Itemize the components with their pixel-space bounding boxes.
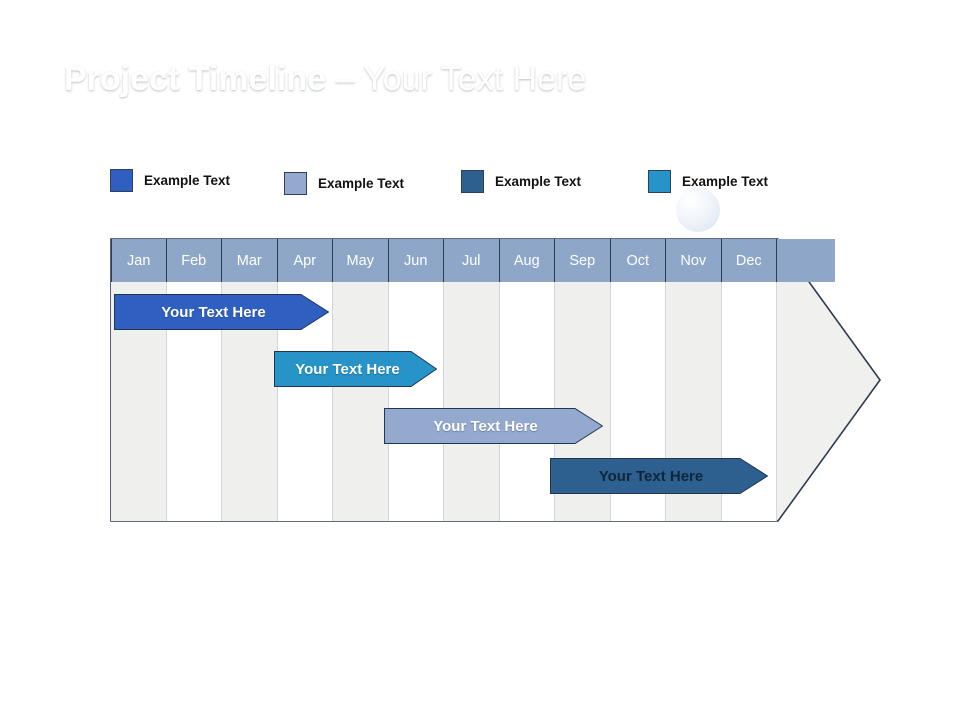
background-floor-reflection-middle [520,530,670,720]
legend-item[interactable]: Example Text [648,170,768,193]
background-window-divider [243,148,247,228]
month-header-cell: Mar [222,239,278,282]
background-lamp-base [22,437,72,443]
task-bar-arrow-shape [384,408,603,444]
task-bar-arrow-shape [550,458,768,494]
month-header-cell: Apr [277,239,333,282]
task-bar-label: Your Text Here [598,467,704,485]
timeline-column [333,282,389,521]
timeline-task-bar[interactable]: Your Text Here [550,458,768,494]
background-baseboard [0,430,120,440]
background-floor [0,520,960,720]
month-header-cell: Nov [666,239,722,282]
background-floor-reflection-left [330,545,500,720]
legend-item[interactable]: Example Text [284,172,404,195]
legend-color-swatch-icon [284,172,307,195]
task-bar-arrow-shape [274,351,437,387]
slide-title-rest: – Your Text Here [326,60,587,98]
month-header-cell: Feb [166,239,222,282]
task-bar-label: Your Text Here [433,417,538,435]
task-bar-arrow-shape [114,294,329,330]
background-lamp-pole [44,205,47,440]
legend-item-label: Example Text [495,174,582,189]
month-header-cell: May [333,239,389,282]
timeline-task-bar[interactable]: Your Text Here [384,408,603,444]
month-header-cell: Aug [499,239,555,282]
legend-item[interactable]: Example Text [110,169,230,192]
timeline-column [388,282,444,521]
timeline-column [499,282,555,521]
background-sphere-decor [676,188,720,232]
task-bar-label: Your Text Here [295,360,400,378]
month-header-cell: Oct [610,239,666,282]
legend-item-label: Example Text [682,174,769,189]
timeline-task-bar[interactable]: Your Text Here [114,294,329,330]
month-header-cell: Jan [111,239,167,282]
month-header-cell: Jun [388,239,444,282]
month-header-cell: Jul [444,239,500,282]
timeline-task-bar[interactable]: Your Text Here [274,351,437,387]
legend-color-swatch-icon [461,170,484,193]
task-bar-label: Your Text Here [161,303,266,321]
legend-color-swatch-icon [110,169,133,192]
legend-color-swatch-icon [648,170,671,193]
legend-item-label: Example Text [144,173,231,188]
legend-item-label: Example Text [318,176,405,191]
timeline-column [444,282,500,521]
month-header-cell: Dec [721,239,777,282]
month-header-tail [777,239,835,282]
legend-item[interactable]: Example Text [461,170,581,193]
month-header-cell: Sep [555,239,611,282]
slide-title: Project Timeline – Your Text Here [64,56,586,102]
slide-title-bold: Project Timeline [64,60,327,98]
background-floor-reflection-chair [740,525,890,700]
